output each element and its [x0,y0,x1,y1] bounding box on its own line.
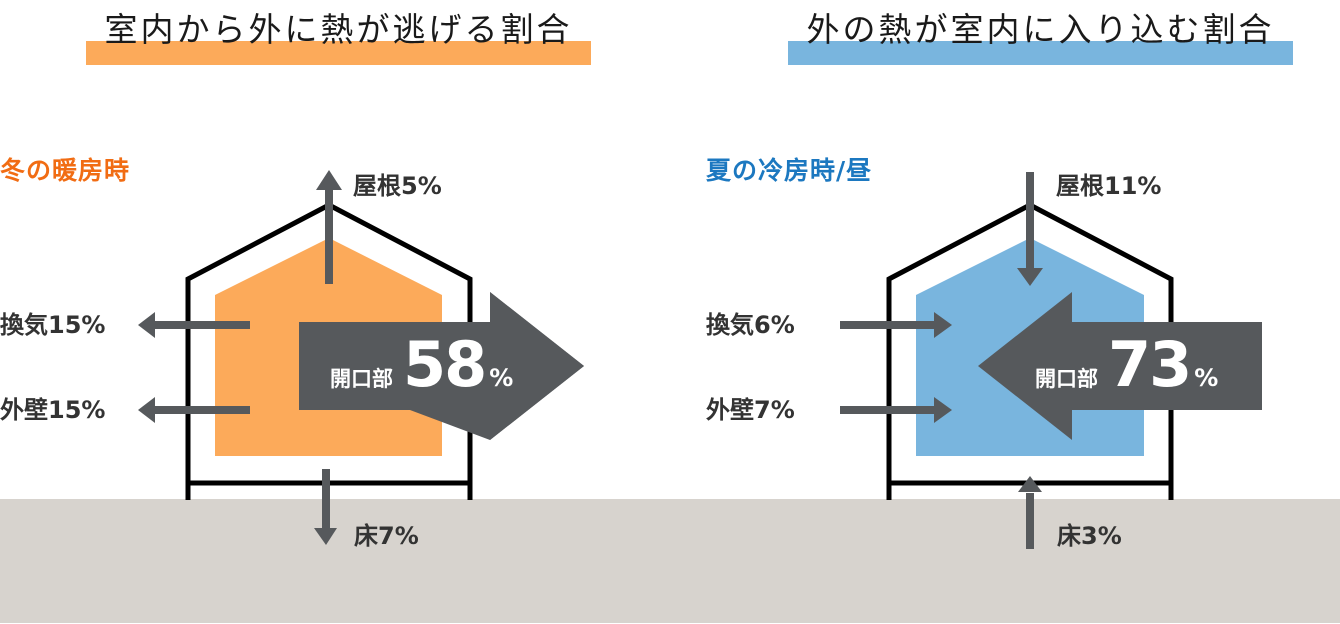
left-openings-unit: % [489,364,514,392]
left-floor-arrow-down-icon [314,469,337,545]
heading-heat-loss: 室内から外に熱が逃げる割合 [86,8,591,65]
season-summer-cooling: 夏の冷房時/昼 [706,156,873,185]
season-winter-heating: 冬の暖房時 [0,156,131,185]
right-roof-label: 屋根11% [1056,172,1162,200]
left-wall-arrow-left-icon [138,397,250,423]
heading-underline-blue [788,41,1293,65]
left-ventilation-label: 換気15% [0,311,106,339]
left-floor-label: 床7% [354,522,419,550]
left-vent-arrow-left-icon [138,312,250,338]
right-openings-arrow-left-icon [978,292,1262,440]
right-vent-arrow-right-icon [840,312,952,338]
left-openings-label: 開口部 [330,367,393,391]
left-roof-arrow-up-icon [316,170,342,284]
heading-heat-gain-text: 外の熱が室内に入り込む割合 [806,10,1275,49]
right-wall-arrow-right-icon [840,397,952,423]
right-openings-label: 開口部 [1035,367,1098,391]
heading-underline-orange [86,41,591,65]
heading-heat-loss-text: 室内から外に熱が逃げる割合 [104,10,573,49]
right-floor-label: 床3% [1057,522,1122,550]
right-openings-number: 73 [1108,328,1192,401]
left-openings-value: 開口部 58 % [330,334,513,396]
right-ventilation-label: 換気6% [706,311,795,339]
right-openings-unit: % [1194,364,1219,392]
left-roof-label: 屋根5% [353,172,442,200]
left-openings-number: 58 [403,328,487,401]
left-exterior-wall-label: 外壁15% [0,396,106,424]
right-exterior-wall-label: 外壁7% [706,396,795,424]
heading-heat-gain: 外の熱が室内に入り込む割合 [788,8,1293,65]
ground-band [0,499,1340,623]
right-floor-arrow-up-icon [1018,476,1042,549]
right-openings-value: 開口部 73 % [1035,334,1218,396]
right-roof-arrow-down-icon [1017,172,1043,286]
